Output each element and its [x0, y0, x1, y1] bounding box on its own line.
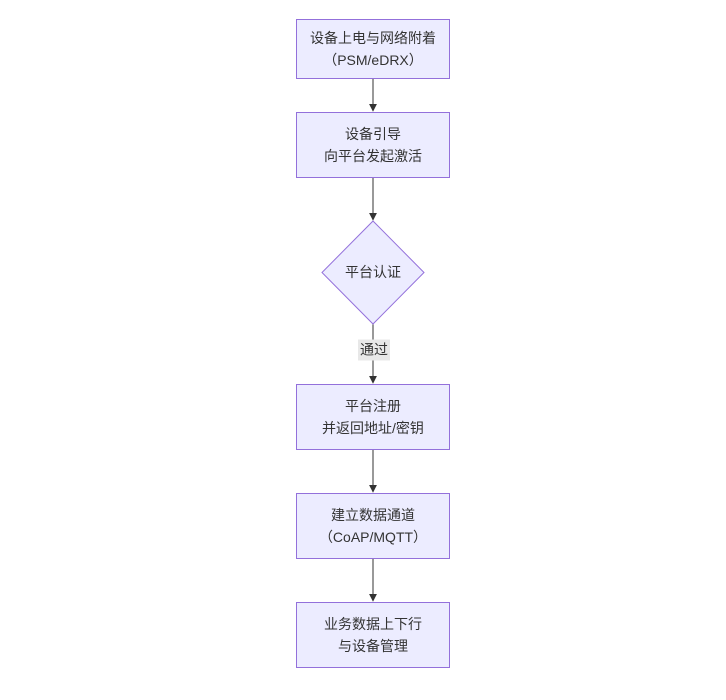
node-label-line: 业务数据上下行 [324, 616, 422, 632]
node-label-line: 并返回地址/密钥 [322, 420, 424, 436]
node-business: 业务数据上下行 与设备管理 [296, 602, 450, 668]
node-label-line: 平台注册 [345, 398, 401, 414]
node-register: 平台注册 并返回地址/密钥 [296, 384, 450, 450]
edge-label-pass: 通过 [358, 339, 390, 361]
node-label-line: 建立数据通道 [331, 507, 415, 523]
node-label-line: 与设备管理 [338, 638, 408, 654]
node-power-attach: 设备上电与网络附着 （PSM/eDRX） [296, 19, 450, 79]
node-data-channel: 建立数据通道 （CoAP/MQTT） [296, 493, 450, 559]
node-label-line: 设备上电与网络附着 [310, 30, 436, 46]
node-label-line: 设备引导 [345, 126, 401, 142]
node-label-line: （PSM/eDRX） [323, 52, 423, 68]
node-label-line: 向平台发起激活 [324, 148, 422, 164]
node-label-line: （CoAP/MQTT） [318, 529, 428, 545]
node-bootstrap: 设备引导 向平台发起激活 [296, 112, 450, 178]
decision-platform-auth-label: 平台认证 [345, 264, 401, 280]
decision-diamond-shape [321, 220, 425, 325]
